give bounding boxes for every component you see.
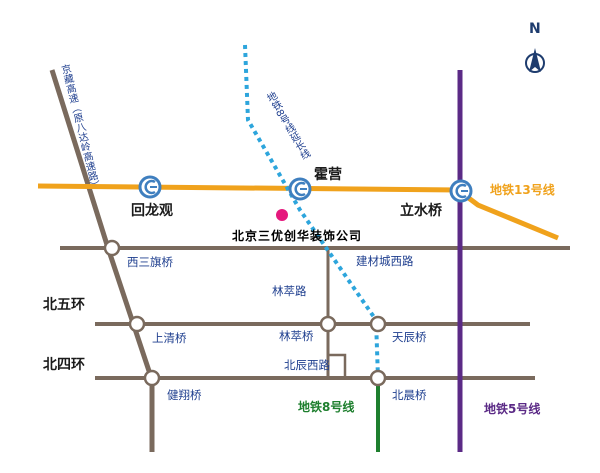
bridge-tianchen-label: 天辰桥	[392, 330, 427, 344]
station-huoying-label: 霍营	[314, 167, 342, 183]
station-lishuiqiao-icon	[449, 179, 473, 203]
bridge-xisanqi-marker	[103, 239, 121, 257]
road-beichen-west	[328, 353, 347, 378]
bridge-jianxiang-label: 健翔桥	[167, 388, 202, 402]
road-jiancaicheng-west-label: 建材城西路	[356, 254, 414, 268]
north5-label: 北五环	[43, 297, 85, 313]
bridge-shangqing-label: 上清桥	[152, 331, 187, 345]
line8-extension-track	[243, 44, 380, 379]
bridge-xisanqi-label: 西三旗桥	[127, 255, 173, 269]
station-huilongguan-icon	[138, 175, 162, 199]
company-label: 北京三优创华装饰公司	[232, 229, 363, 243]
line5-label: 地铁5号线	[484, 402, 541, 416]
bridge-beichen-label: 北晨桥	[392, 388, 427, 402]
bridge-tianchen-marker	[369, 315, 387, 333]
bridge-beichen-marker	[369, 369, 387, 387]
line8-label: 地铁8号线	[298, 400, 355, 414]
north4-label: 北四环	[43, 357, 85, 373]
company-marker	[276, 209, 288, 221]
station-huilongguan-label: 回龙观	[131, 203, 173, 219]
expressway-road	[49, 69, 155, 452]
bridge-lincui-marker	[319, 315, 337, 333]
north-label: N	[529, 21, 541, 37]
line13-label: 地铁13号线	[490, 183, 555, 197]
road-lincui-label: 林萃路	[272, 284, 307, 298]
north-arrow-icon	[525, 48, 545, 73]
station-lishuiqiao-label: 立水桥	[400, 203, 442, 219]
road-beichen-west-label: 北辰西路	[284, 358, 330, 372]
station-huoying-icon	[288, 177, 312, 201]
bridge-shangqing-marker	[128, 315, 146, 333]
bridge-lincui-label: 林萃桥	[279, 329, 314, 343]
bridge-jianxiang-marker	[143, 369, 161, 387]
